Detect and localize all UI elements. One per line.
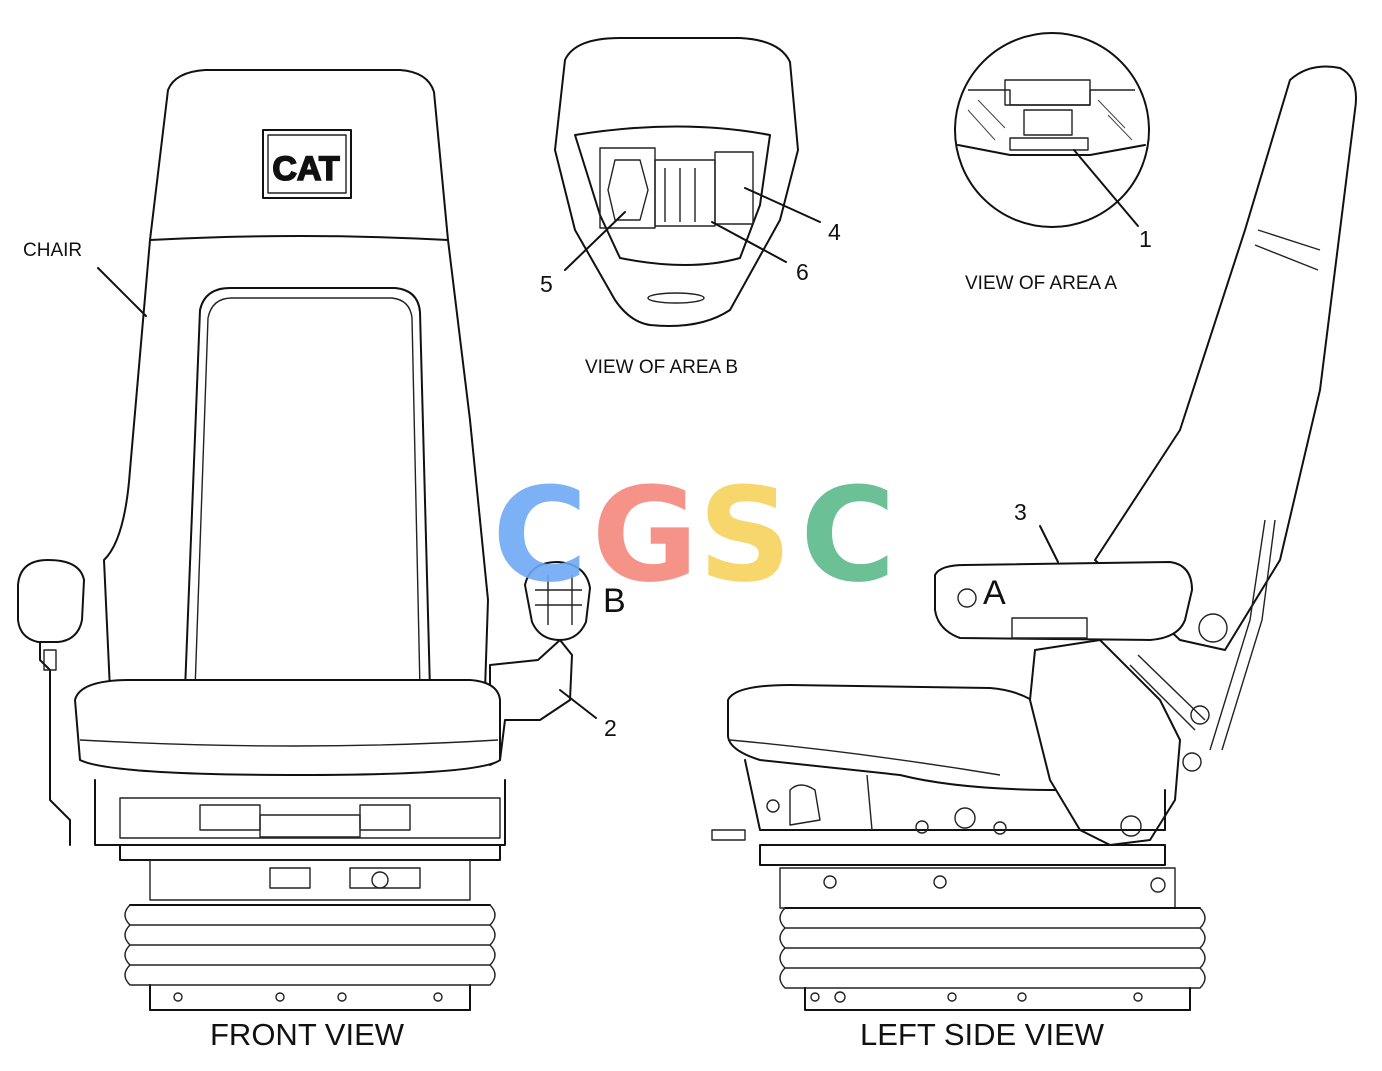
callout-2: 2 (604, 715, 617, 741)
chair-label: CHAIR (23, 240, 82, 261)
left-side-view-caption: LEFT SIDE VIEW (860, 1017, 1105, 1052)
cgsc-watermark: C G S C (492, 459, 895, 611)
callout-5: 5 (540, 271, 553, 297)
leader-lines (97, 149, 1139, 719)
watermark-letter-c2: C (800, 459, 895, 611)
area-b-marker: B (603, 582, 626, 620)
front-view-caption: FRONT VIEW (210, 1017, 405, 1052)
cat-logo: CAT (262, 129, 352, 199)
view-area-b-caption: VIEW OF AREA B (585, 357, 738, 378)
svg-text:CAT: CAT (272, 150, 340, 188)
callout-1: 1 (1139, 226, 1152, 252)
watermark-letter-s: S (698, 459, 792, 611)
callout-3: 3 (1014, 499, 1027, 525)
side-bellows (779, 907, 1206, 1011)
callout-6: 6 (796, 259, 809, 285)
area-a-marker: A (983, 574, 1006, 612)
left-side-view-drawing (711, 65, 1357, 1011)
callout-4: 4 (828, 219, 841, 245)
front-view-drawing: CAT (17, 69, 591, 1011)
watermark-letter-g: G (592, 459, 699, 611)
area-b-detail-drawing (554, 37, 799, 327)
front-bellows (124, 904, 496, 1011)
area-a-detail-drawing (954, 32, 1150, 228)
view-area-a-caption: VIEW OF AREA A (965, 273, 1117, 294)
watermark-letter-c1: C (492, 459, 587, 611)
